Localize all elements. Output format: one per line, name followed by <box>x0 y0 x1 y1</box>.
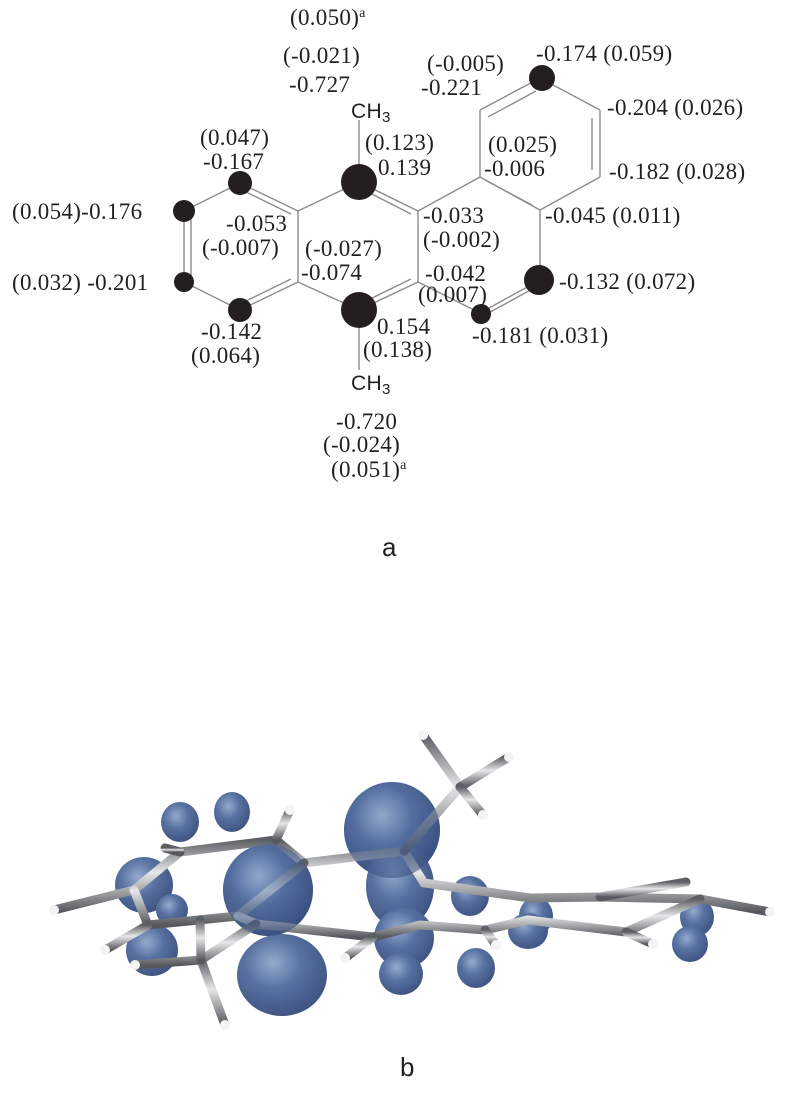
atom-label: 0.139 <box>378 155 432 180</box>
atom-label: (-0.007) <box>202 235 280 260</box>
atom-label: -0.042 <box>425 261 487 286</box>
atom-label: (0.032) -0.201 <box>12 270 149 295</box>
panel-b-label: b <box>400 1052 415 1082</box>
methyl-top-value-3: -0.727 <box>289 72 351 97</box>
atom-label: (-0.027) <box>305 236 383 261</box>
atom-label: (-0.005) <box>427 51 505 76</box>
atom-label: -0.181 (0.031) <box>472 323 609 348</box>
molecule-skeleton <box>173 65 601 370</box>
methyl-top-value-1: (0.050)a <box>290 5 366 30</box>
atom-label: (0.064) <box>191 343 261 368</box>
atom-label: -0.182 (0.028) <box>609 159 746 184</box>
atom-label: -0.174 (0.059) <box>536 41 673 66</box>
atom-label: -0.033 <box>423 203 485 228</box>
atom-label: -0.221 <box>421 75 483 100</box>
atom-label: (0.138) <box>363 337 433 362</box>
atom-label: (0.054)-0.176 <box>12 199 143 224</box>
methyl-top-label: CH3 <box>351 100 391 126</box>
atom-label: (0.007) <box>418 282 488 307</box>
atom-label: (0.123) <box>365 130 435 155</box>
atom-label: -0.074 <box>301 260 363 285</box>
methyl-bottom-value-3: (0.051)a <box>331 457 407 482</box>
atom-label: (-0.002) <box>423 227 501 252</box>
methyl-bottom-value-2: (-0.024) <box>323 432 401 457</box>
atom-label: -0.053 <box>226 211 288 236</box>
panel-b-3d-model: b <box>0 640 800 1093</box>
atom-label: (0.047) <box>200 125 270 150</box>
atom-label: (0.025) <box>488 132 558 157</box>
spin-density-render <box>49 730 775 1030</box>
methyl-top-value-2: (-0.021) <box>283 43 361 68</box>
atom-label: 0.154 <box>377 314 431 339</box>
atom-label: -0.204 (0.026) <box>607 95 744 120</box>
panel-a-structure: (0.050)a (-0.021) -0.727 CH3 CH3 -0.720 … <box>12 5 746 562</box>
atom-label: -0.142 <box>201 319 263 344</box>
atom-label: -0.045 (0.011) <box>545 203 681 228</box>
atom-label: -0.132 (0.072) <box>559 269 696 294</box>
atom-label: -0.006 <box>484 156 546 181</box>
hydrogen-tips <box>49 730 775 1030</box>
methyl-bottom-label: CH3 <box>351 372 391 398</box>
atom-label: -0.167 <box>203 149 265 174</box>
methyl-bottom-value-1: -0.720 <box>336 409 398 434</box>
panel-a-label: a <box>382 532 397 562</box>
atom-spin-dot <box>228 171 252 195</box>
